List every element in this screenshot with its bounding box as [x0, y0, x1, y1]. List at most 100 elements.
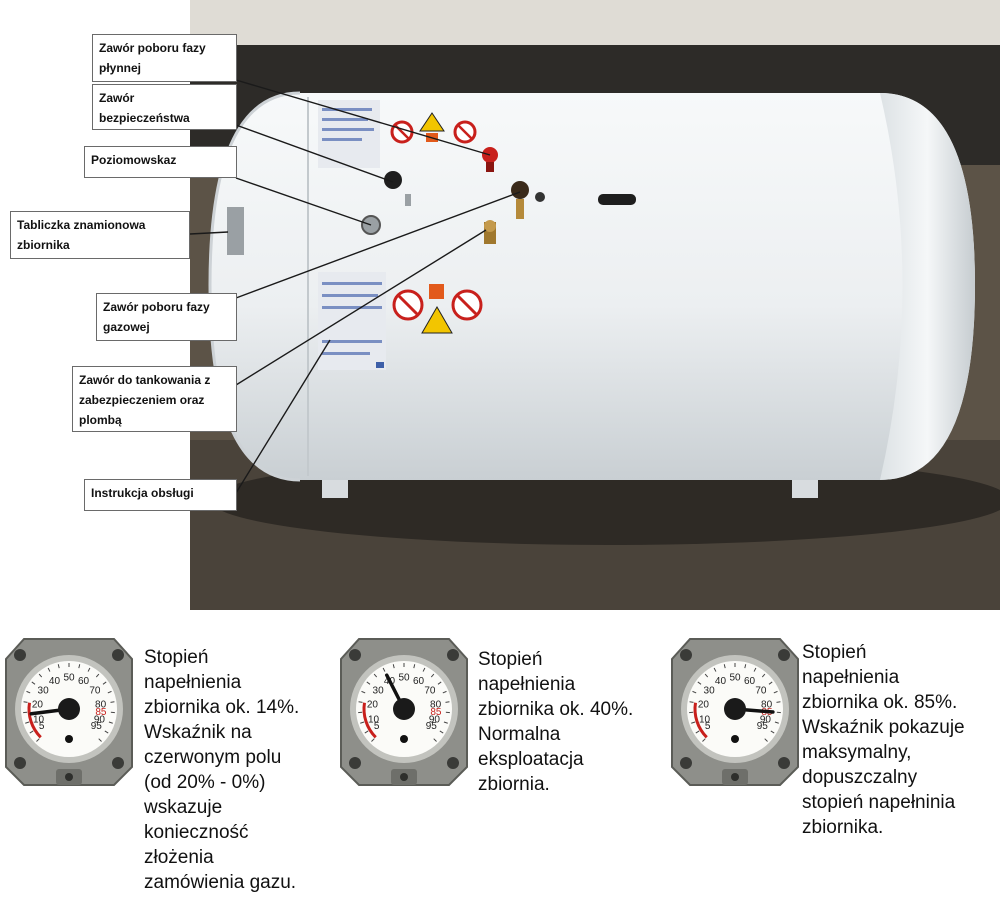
lug-hole [731, 773, 739, 781]
dial-number: 30 [704, 686, 716, 697]
dial-tick [768, 681, 773, 685]
dial-tick [31, 681, 36, 685]
caption-line: zbiornika ok. 14%. [144, 697, 300, 718]
dial-tick [366, 681, 371, 685]
dial-tick [439, 730, 444, 734]
dial-number: 10 [33, 714, 45, 725]
dial-number: 70 [755, 686, 767, 697]
dial-red-zone [693, 702, 708, 739]
dial-tick [373, 673, 378, 678]
safety-valve [384, 171, 411, 206]
dial-number: 60 [78, 676, 90, 687]
dial-tick [433, 738, 437, 742]
dial-number: 30 [373, 686, 385, 697]
dial-number: 90 [760, 714, 772, 725]
dial-tick [695, 730, 700, 734]
dial-tick [104, 730, 109, 734]
dial-dot [731, 735, 739, 743]
dial-number: 95 [757, 721, 769, 732]
dial-tick [382, 667, 386, 672]
label-line: bezpieczeństwa [99, 111, 190, 125]
label-line: Instrukcja obsługi [91, 486, 194, 500]
dial-tick [38, 673, 43, 678]
needle-hub [58, 698, 80, 720]
caption-line: wskazuje [144, 797, 223, 818]
caption-line: zbiornika ok. 85%. [802, 692, 958, 713]
dial-tick [692, 690, 697, 694]
dial-tick [392, 664, 395, 669]
dial-dot [65, 735, 73, 743]
dial-red-zone [362, 702, 377, 739]
dial-number: 60 [413, 676, 425, 687]
dial-tick [57, 664, 60, 669]
dial-tick [702, 738, 706, 742]
label-line: zbiornika [17, 238, 70, 252]
dial-tick [776, 701, 781, 703]
bolt-hole [680, 649, 692, 661]
caption-gauge-85: Stopień napełnienia zbiornika ok. 85%. W… [802, 640, 965, 840]
dial-tick [437, 681, 442, 685]
dial-tick [704, 673, 709, 678]
dial-number: 50 [63, 673, 75, 684]
caption-line: zbiornika. [802, 817, 884, 838]
dial-number: 80 [430, 699, 442, 710]
dial-number: 95 [426, 721, 438, 732]
bolt-hole [778, 757, 790, 769]
dial-number: 95 [91, 721, 103, 732]
dial-tick [770, 730, 775, 734]
label-line: płynnej [99, 61, 142, 75]
caption-line: konieczność [144, 822, 249, 843]
label-line: gazowej [103, 320, 150, 334]
caption-line: eksploatacja [478, 749, 584, 770]
background-wall [190, 0, 1000, 45]
bolt-hole [680, 757, 692, 769]
dial-tick [723, 664, 726, 669]
label-safety-valve: Zawór bezpieczeństwa [92, 84, 237, 130]
dial-tick [108, 721, 113, 724]
tank-leg [322, 476, 348, 498]
filling-valve [484, 220, 496, 244]
dial-number: 40 [715, 676, 727, 687]
tank-handle [598, 194, 636, 205]
dial-number: 70 [424, 686, 436, 697]
label-level-gauge: Poziomowskaz [84, 146, 237, 178]
dial-number: 40 [49, 676, 61, 687]
dial-tick [110, 701, 115, 703]
caption-line: Normalna [478, 724, 561, 745]
dial-tick [697, 681, 702, 685]
dial-tick [364, 730, 369, 734]
dial-tick [360, 721, 365, 724]
caption-gauge-40: Stopień napełnienia zbiornika ok. 40%. N… [478, 647, 633, 797]
lug-hole [400, 773, 408, 781]
dial-number: 10 [699, 714, 711, 725]
leader-lines [189, 79, 521, 494]
label-gas-valve: Zawór poboru fazy gazowej [96, 293, 237, 341]
dial-number: 85 [95, 707, 107, 718]
dial-number: 85 [430, 707, 442, 718]
dial-tick [753, 667, 757, 672]
dial-number: 10 [368, 714, 380, 725]
dial-number: 60 [744, 676, 756, 687]
dial-number: 20 [32, 699, 44, 710]
nameplate [227, 207, 244, 255]
dial-tick [87, 667, 91, 672]
bolt-hole [447, 757, 459, 769]
dial-tick [29, 730, 34, 734]
label-line: Zawór poboru fazy [99, 41, 206, 55]
dial-number: 30 [38, 686, 50, 697]
dial-number: 5 [39, 721, 45, 732]
dial-number: 50 [729, 673, 741, 684]
dial-red-zone [27, 702, 42, 739]
dial-tick [422, 667, 426, 672]
dial-tick [413, 664, 416, 669]
tank-body [210, 93, 975, 480]
dial-tick [25, 721, 30, 724]
dial-tick [443, 721, 448, 724]
dial-tick [98, 738, 102, 742]
instructions-sticker [318, 100, 386, 370]
dial-tick [358, 701, 363, 703]
label-liquid-valve: Zawór poboru fazy płynnej [92, 34, 237, 82]
caption-line: Wskaźnik na [144, 722, 252, 743]
